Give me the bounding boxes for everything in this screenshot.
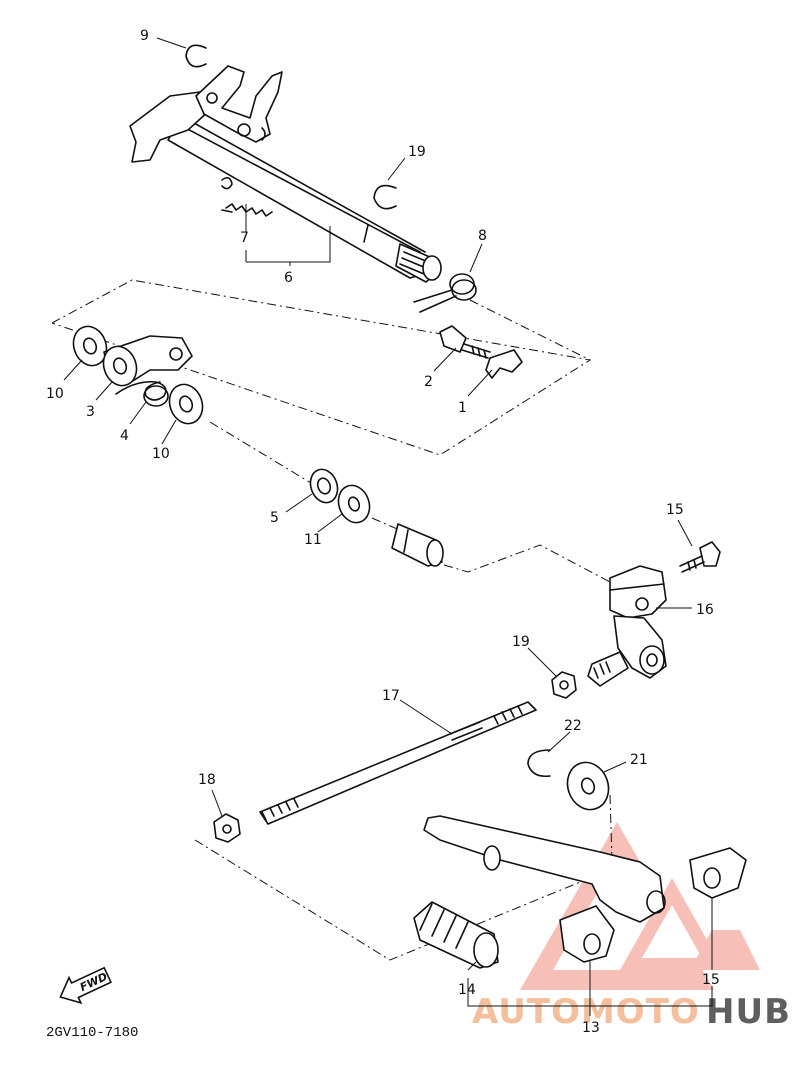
callout-9: 9 [140,28,149,44]
shift-pedal [413,815,747,969]
callout-10-top: 10 [46,386,64,402]
circlip-9 [185,44,207,68]
drawing-code: 2GV110-7180 [46,1025,138,1041]
shift-shaft-assembly [129,65,442,283]
shift-arm-17 [587,565,667,687]
callout-3: 3 [86,404,95,420]
reference-outlines [51,279,613,961]
callout-2: 2 [424,374,433,390]
nut-20 [551,671,577,699]
callout-13: 13 [582,1020,600,1036]
spring-7 [221,176,273,217]
bolt-2 [439,325,491,359]
callout-18: 17 [382,688,400,704]
circlip-12 [373,184,397,210]
callout-14: 14 [458,982,476,998]
callout-labels: 9 19 7 6 8 2 1 10 3 4 10 5 11 15 16 19 1… [46,28,720,1036]
collar-group [72,325,204,425]
nut-19 [213,813,241,843]
callout-6: 6 [284,270,293,286]
callout-10-bottom: 10 [152,446,170,462]
leader-lines [63,37,713,1016]
callout-8: 8 [478,228,487,244]
callout-7: 7 [240,230,249,246]
callout-21: 21 [630,752,648,768]
bolt-16 [679,541,721,573]
callout-12: 19 [408,144,426,160]
forward-arrow-icon: FWD [59,966,113,1005]
pin [391,523,444,567]
watermark-brand-second: HUB [706,992,791,1032]
callout-19: 18 [198,772,216,788]
shift-rod-18 [259,701,537,825]
plate-1 [485,349,523,379]
callout-11: 11 [304,532,322,548]
circlip-22 [527,749,551,778]
callout-4: 4 [120,428,129,444]
callout-22: 22 [564,718,582,734]
callout-15: 15 [702,972,720,988]
washers-5-11 [309,468,371,524]
watermark-brand-first: AUTOMOTO [472,992,700,1032]
callout-1: 1 [458,400,467,416]
callout-16: 15 [666,502,684,518]
washer-21 [566,761,610,811]
callout-20: 19 [512,634,530,650]
callout-17: 16 [696,602,714,618]
torsion-spring-8 [413,273,477,313]
callout-5: 5 [270,510,279,526]
